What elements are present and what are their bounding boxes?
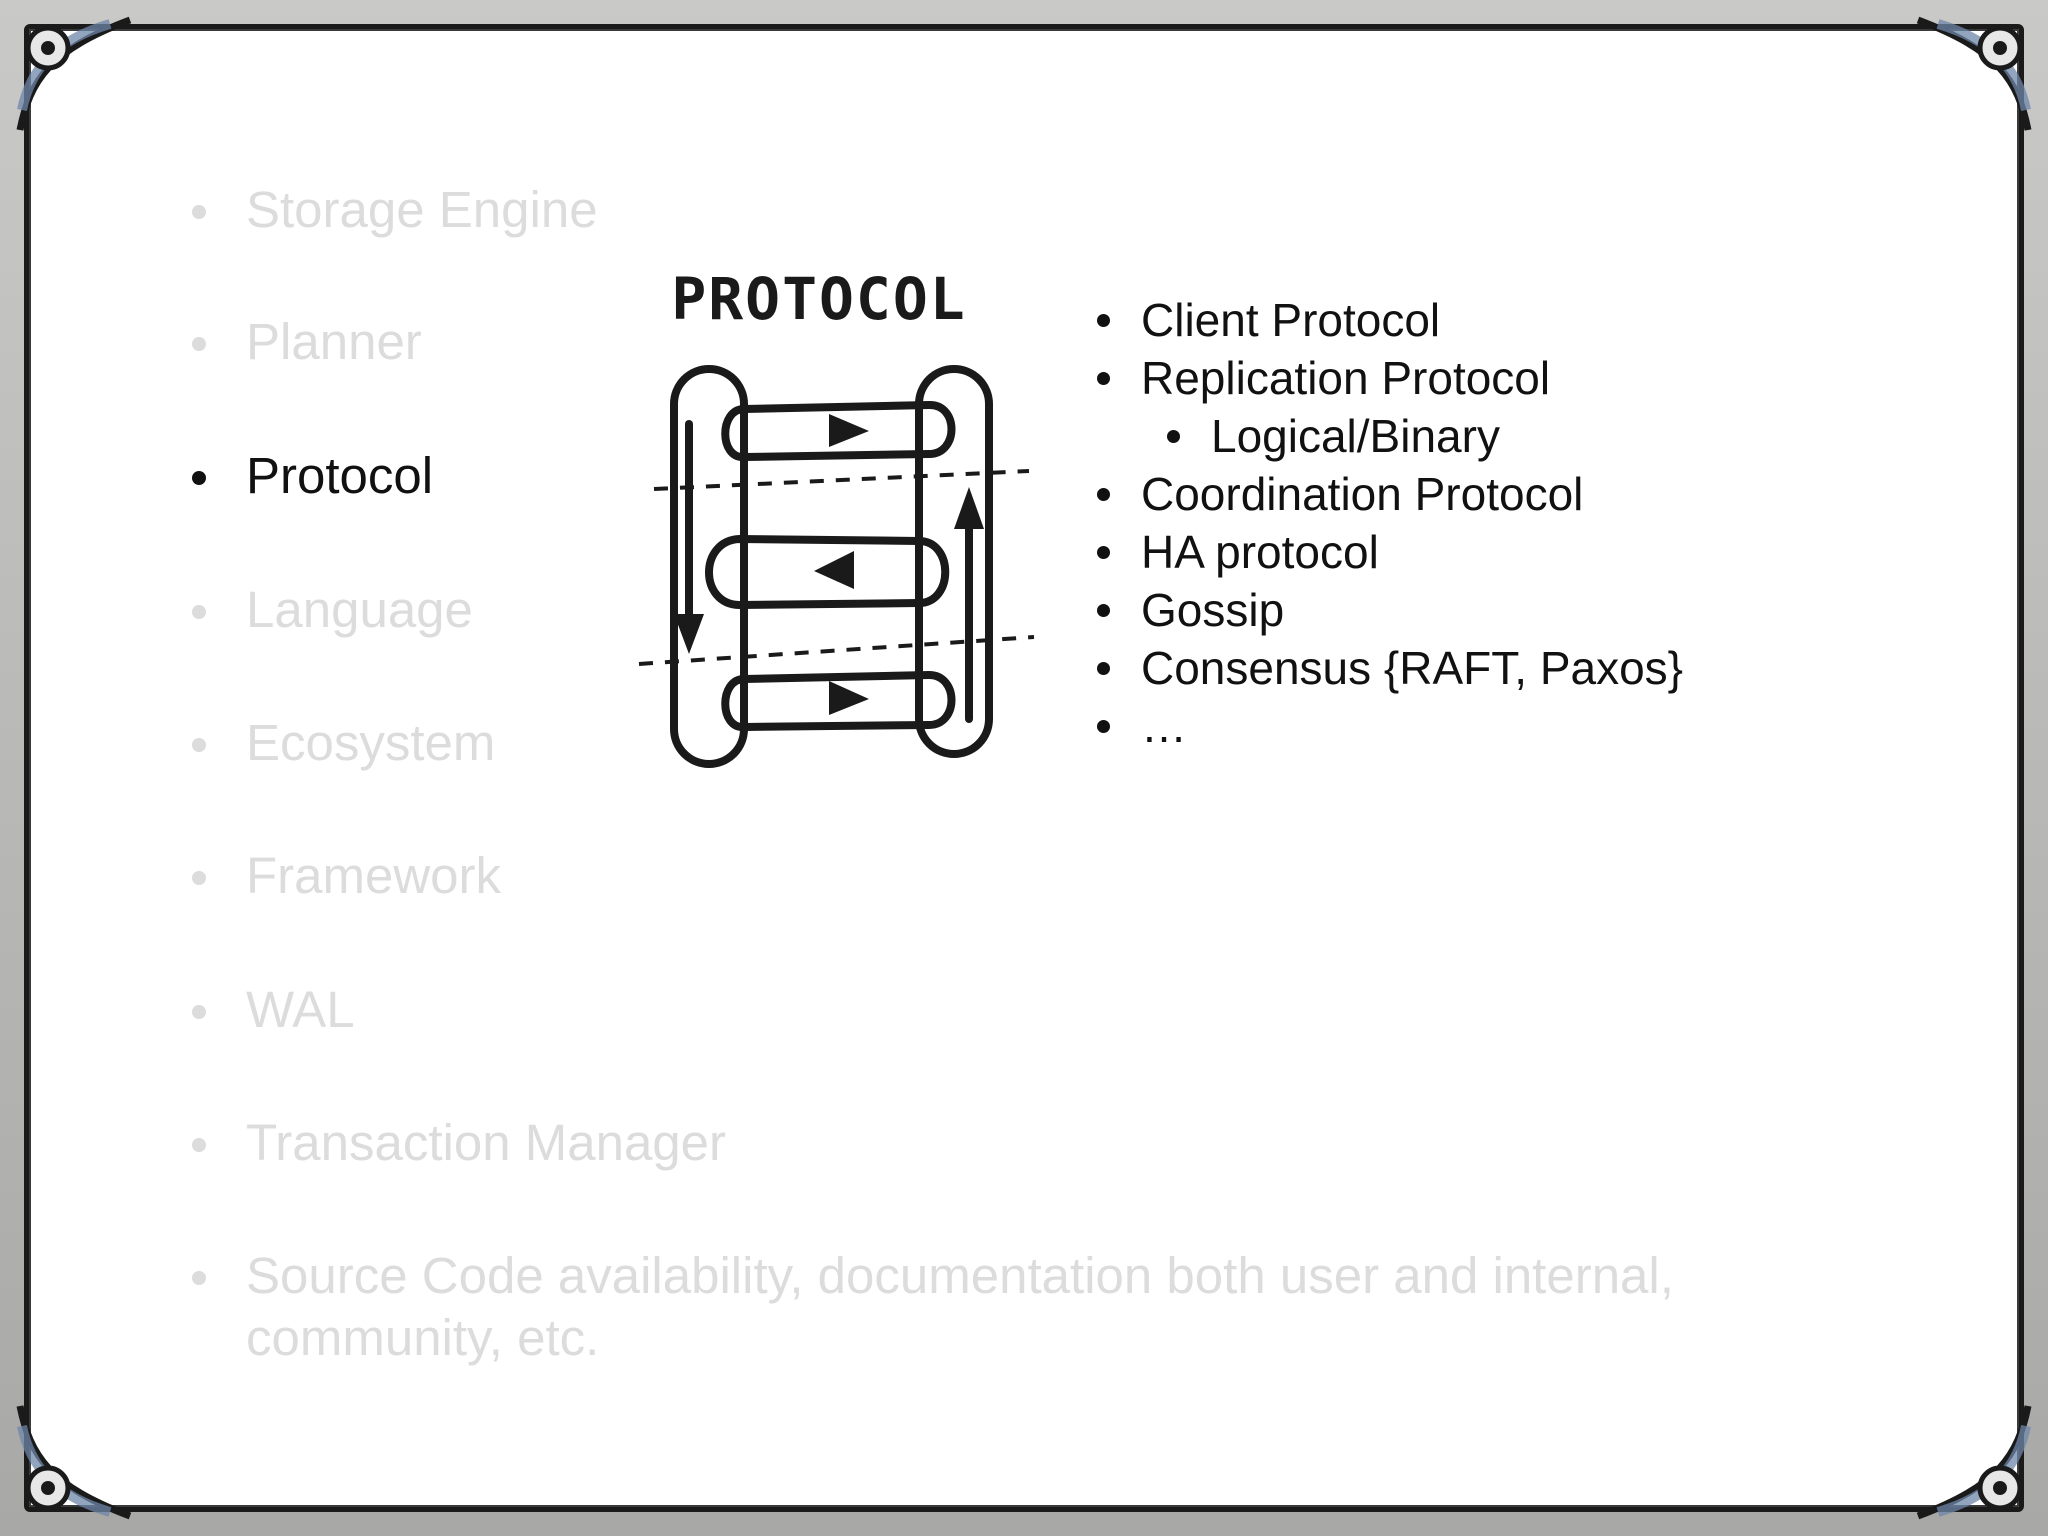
- topic-framework: Framework: [184, 845, 501, 907]
- bottom-loop: [721, 671, 956, 731]
- slide-card: Storage Engine Planner Protocol Language…: [24, 24, 2024, 1512]
- top-loop: [721, 400, 956, 461]
- protocol-diagram: PROTOCOL: [638, 265, 1035, 768]
- up-arrow: [954, 487, 984, 529]
- protocol-item: HA protocol: [1089, 523, 1683, 581]
- topic-storage-engine: Storage Engine: [184, 179, 1834, 241]
- topic-wal: WAL: [184, 979, 355, 1041]
- middle-arrow: [814, 551, 854, 589]
- topic-protocol: Protocol: [184, 445, 433, 507]
- protocol-item: Replication Protocol: [1089, 349, 1683, 407]
- protocol-item: …: [1089, 697, 1683, 755]
- protocol-item: Gossip: [1089, 581, 1683, 639]
- down-arrow: [674, 614, 704, 654]
- corner-ornament-icon: [16, 16, 132, 131]
- topic-source-code: Source Code availability, documentation …: [184, 1245, 1896, 1369]
- topic-planner: Planner: [184, 311, 422, 373]
- right-pillar: [915, 365, 993, 758]
- upper-dashed-line: [653, 469, 1030, 491]
- topic-transaction-manager: Transaction Manager: [184, 1112, 726, 1174]
- lower-dashed-line: [638, 635, 1035, 666]
- protocol-item: Client Protocol: [1089, 291, 1683, 349]
- corner-ornament-icon: [1916, 16, 2032, 131]
- topic-language: Language: [184, 579, 473, 641]
- middle-loop: [705, 535, 950, 609]
- left-pillar: [670, 365, 748, 768]
- corner-ornament-icon: [16, 1405, 132, 1520]
- protocol-item: Consensus {RAFT, Paxos}: [1089, 639, 1683, 697]
- protocol-item: Coordination Protocol: [1089, 465, 1683, 523]
- topic-ecosystem: Ecosystem: [184, 712, 495, 774]
- corner-ornament-icon: [1916, 1405, 2032, 1520]
- topic-list: Storage Engine Planner Protocol Language…: [184, 179, 1834, 1366]
- top-arrow: [829, 414, 869, 447]
- protocol-subitem: Logical/Binary: [1089, 407, 1683, 465]
- bottom-arrow: [829, 681, 869, 715]
- protocol-item-list: Client Protocol Replication Protocol Log…: [1089, 291, 1683, 755]
- diagram-title: PROTOCOL: [671, 265, 966, 333]
